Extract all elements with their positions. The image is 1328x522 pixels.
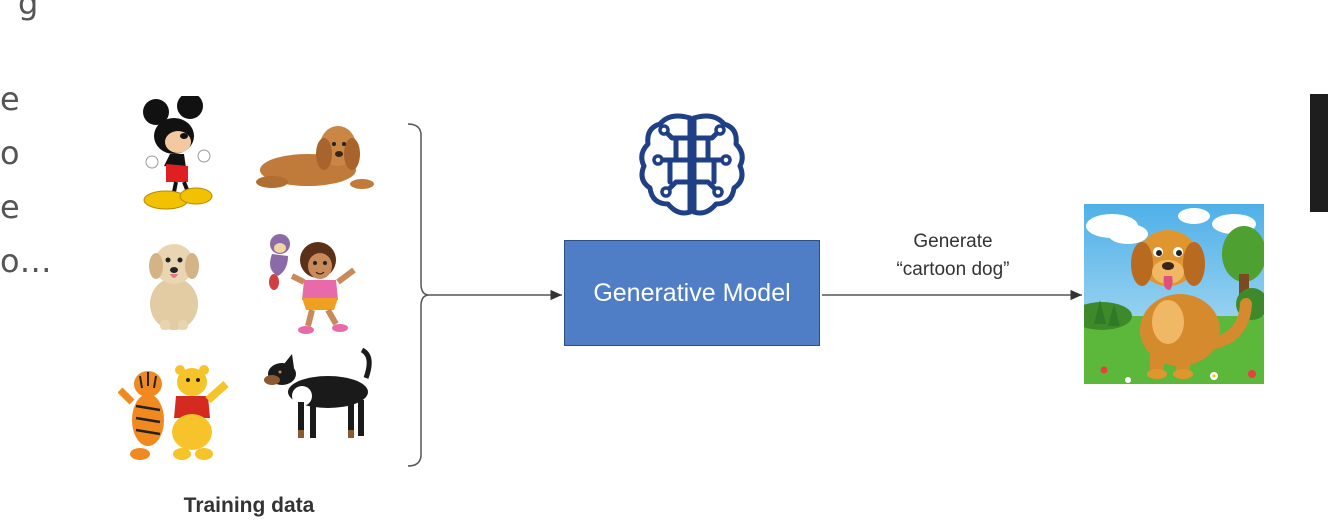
black-dog-image [264, 348, 372, 438]
golden-puppy-image [149, 244, 199, 330]
dora-and-boots-image [269, 234, 356, 334]
generative-model-box: Generative Model [564, 240, 820, 346]
body-line: e [0, 80, 20, 118]
cartoon-dog-image [1084, 204, 1264, 384]
slide-body-text: e o e o… [0, 72, 52, 288]
brain-circuit-icon [639, 113, 745, 216]
mickey-mouse-image [143, 96, 213, 210]
body-line: o… [0, 242, 52, 280]
prompt-text: “cartoon dog” [896, 259, 1010, 280]
training-data-caption: Training data [183, 494, 315, 517]
generative-model-label: Generative Model [593, 278, 791, 307]
body-line: o [0, 134, 20, 172]
slide-title-fragment: g [18, 0, 39, 22]
adjacent-panel-edge [1310, 94, 1328, 212]
generate-prompt-label: Generate “cartoon dog” [862, 228, 1044, 284]
generate-label-line: Generate [913, 231, 993, 252]
training-bracket [407, 123, 429, 467]
tigger-and-pooh-image [118, 365, 229, 460]
body-line: e [0, 188, 20, 226]
spaniel-puppy-image [256, 126, 374, 189]
